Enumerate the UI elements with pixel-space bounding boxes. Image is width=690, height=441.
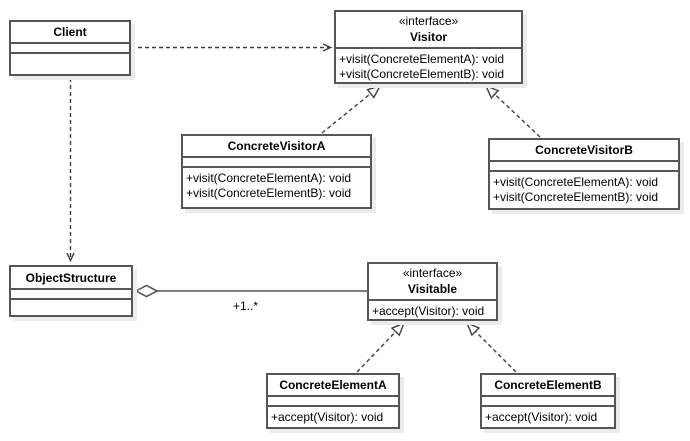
attributes-compartment [268,395,398,405]
class-title: «interface» Visitor [336,12,521,47]
class-name: ObjectStructure [25,270,117,285]
class-title: ConcreteVisitorB [490,140,678,160]
methods-compartment: +visit(ConcreteElementA): void +visit(Co… [490,170,678,208]
class-title: ObjectStructure [11,267,131,288]
method-label: +visit(ConcreteElementA): void [493,175,659,189]
class-node-concreteelementb[interactable]: ConcreteElementB +accept(Visitor): void [480,373,616,429]
method-label: +visit(ConcreteElementA): void [339,52,505,66]
attributes-compartment [482,395,614,405]
attributes-compartment [183,156,370,166]
class-node-concreteelementa[interactable]: ConcreteElementA +accept(Visitor): void [266,373,400,429]
methods-compartment: +visit(ConcreteElementA): void +visit(Co… [183,166,370,207]
method-label: +accept(Visitor): void [271,410,384,424]
method-label: +accept(Visitor): void [485,410,598,424]
methods-compartment: +accept(Visitor): void [369,299,496,319]
attributes-compartment [490,160,678,170]
realization-concretevisitora-visitor[interactable] [321,86,380,134]
class-node-concretevisitorb[interactable]: ConcreteVisitorB +visit(ConcreteElementA… [488,138,680,210]
class-title: «interface» Visitable [369,264,496,299]
stereotype-label: «interface» [402,266,463,280]
realization-concreteelementb-visitable[interactable] [467,323,517,373]
class-name: ConcreteVisitorA [227,139,326,153]
class-name: Client [53,25,87,39]
method-label: +accept(Visitor): void [372,304,485,318]
methods-compartment [11,298,131,315]
class-node-visitor[interactable]: «interface» Visitor +visit(ConcreteEleme… [334,10,523,84]
class-name: ConcreteElementA [279,378,387,392]
class-title: ConcreteVisitorA [183,136,370,156]
method-label: +visit(ConcreteElementB): void [339,67,505,81]
aggregation-multiplicity-label: +1..* [233,299,259,313]
method-label: +visit(ConcreteElementB): void [186,186,352,200]
aggregation-diamond-icon [134,284,159,298]
class-node-objectstructure[interactable]: ObjectStructure [9,265,133,317]
methods-compartment: +accept(Visitor): void [482,405,614,427]
stereotype-label: «interface» [398,14,459,28]
methods-compartment [11,52,129,74]
methods-compartment: +accept(Visitor): void [268,405,398,427]
class-node-client[interactable]: Client [9,20,131,76]
realization-concretevisitorb-visitor[interactable] [486,86,541,138]
realization-concreteelementa-visitable[interactable] [356,323,404,373]
class-name: ConcreteVisitorB [535,143,633,157]
method-label: +visit(ConcreteElementA): void [186,171,352,185]
attributes-compartment [11,288,131,298]
class-name: Visitable [407,282,458,296]
method-label: +visit(ConcreteElementB): void [493,190,659,204]
class-name: ConcreteElementB [494,378,602,392]
class-node-concretevisitora[interactable]: ConcreteVisitorA +visit(ConcreteElementA… [181,134,372,209]
class-title: ConcreteElementA [268,375,398,395]
class-title: Client [11,22,129,42]
class-node-visitable[interactable]: «interface» Visitable +accept(Visitor): … [367,262,498,321]
methods-compartment: +visit(ConcreteElementA): void +visit(Co… [336,47,521,82]
attributes-compartment [11,42,129,52]
class-name: Visitor [409,30,448,44]
class-title: ConcreteElementB [482,375,614,395]
